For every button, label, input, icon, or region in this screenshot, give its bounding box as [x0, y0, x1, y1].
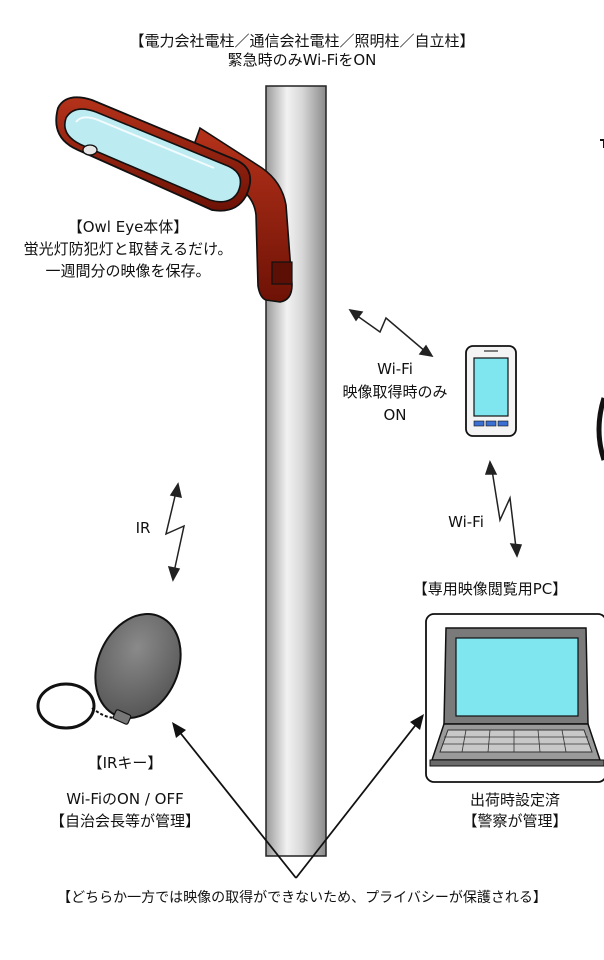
wifi-signal-lamp-phone	[348, 308, 434, 358]
pc-link-label: Wi-Fi	[448, 513, 484, 531]
offscreen-shape-arc	[596, 397, 604, 461]
owl-eye-title: 【Owl Eye本体】	[67, 218, 189, 236]
owl-eye-desc-2: 一週間分の映像を保存。	[45, 262, 211, 280]
header-pole-types: 【電力会社電柱／通信会社電柱／照明柱／自立柱】	[129, 32, 475, 50]
pc-desc-2: 【警察が管理】	[462, 812, 568, 830]
ir-key-desc-2: 【自治会長等が管理】	[49, 812, 200, 830]
smartphone	[465, 345, 517, 437]
offscreen-shape-mark	[600, 139, 604, 148]
phone-link-label-1: Wi-Fi	[377, 360, 413, 378]
ir-key-fob	[36, 613, 182, 730]
owl-eye-desc-1: 蛍光灯防犯灯と取替えるだけ。	[23, 240, 233, 258]
header-wifi-note: 緊急時のみWi-FiをON	[227, 51, 377, 69]
phone-link-label-2: 映像取得時のみ	[342, 383, 448, 401]
ir-link-label: IR	[135, 519, 151, 537]
ir-signal	[164, 482, 186, 582]
pc-desc-1: 出荷時設定済	[469, 791, 560, 809]
laptop-pc	[425, 613, 604, 783]
privacy-arrows	[172, 714, 424, 879]
wifi-signal-phone-pc	[484, 460, 523, 558]
privacy-footer-note: 【どちらか一方では映像の取得ができないため、プライバシーが保護される】	[57, 890, 547, 906]
ir-key-title: 【IRキー】	[87, 754, 163, 772]
pc-title: 【専用映像閲覧用PC】	[412, 580, 568, 598]
phone-link-label-3: ON	[383, 406, 407, 424]
ir-key-desc-1: Wi-FiのON / OFF	[66, 790, 184, 808]
owl-eye-lamp	[55, 96, 293, 303]
